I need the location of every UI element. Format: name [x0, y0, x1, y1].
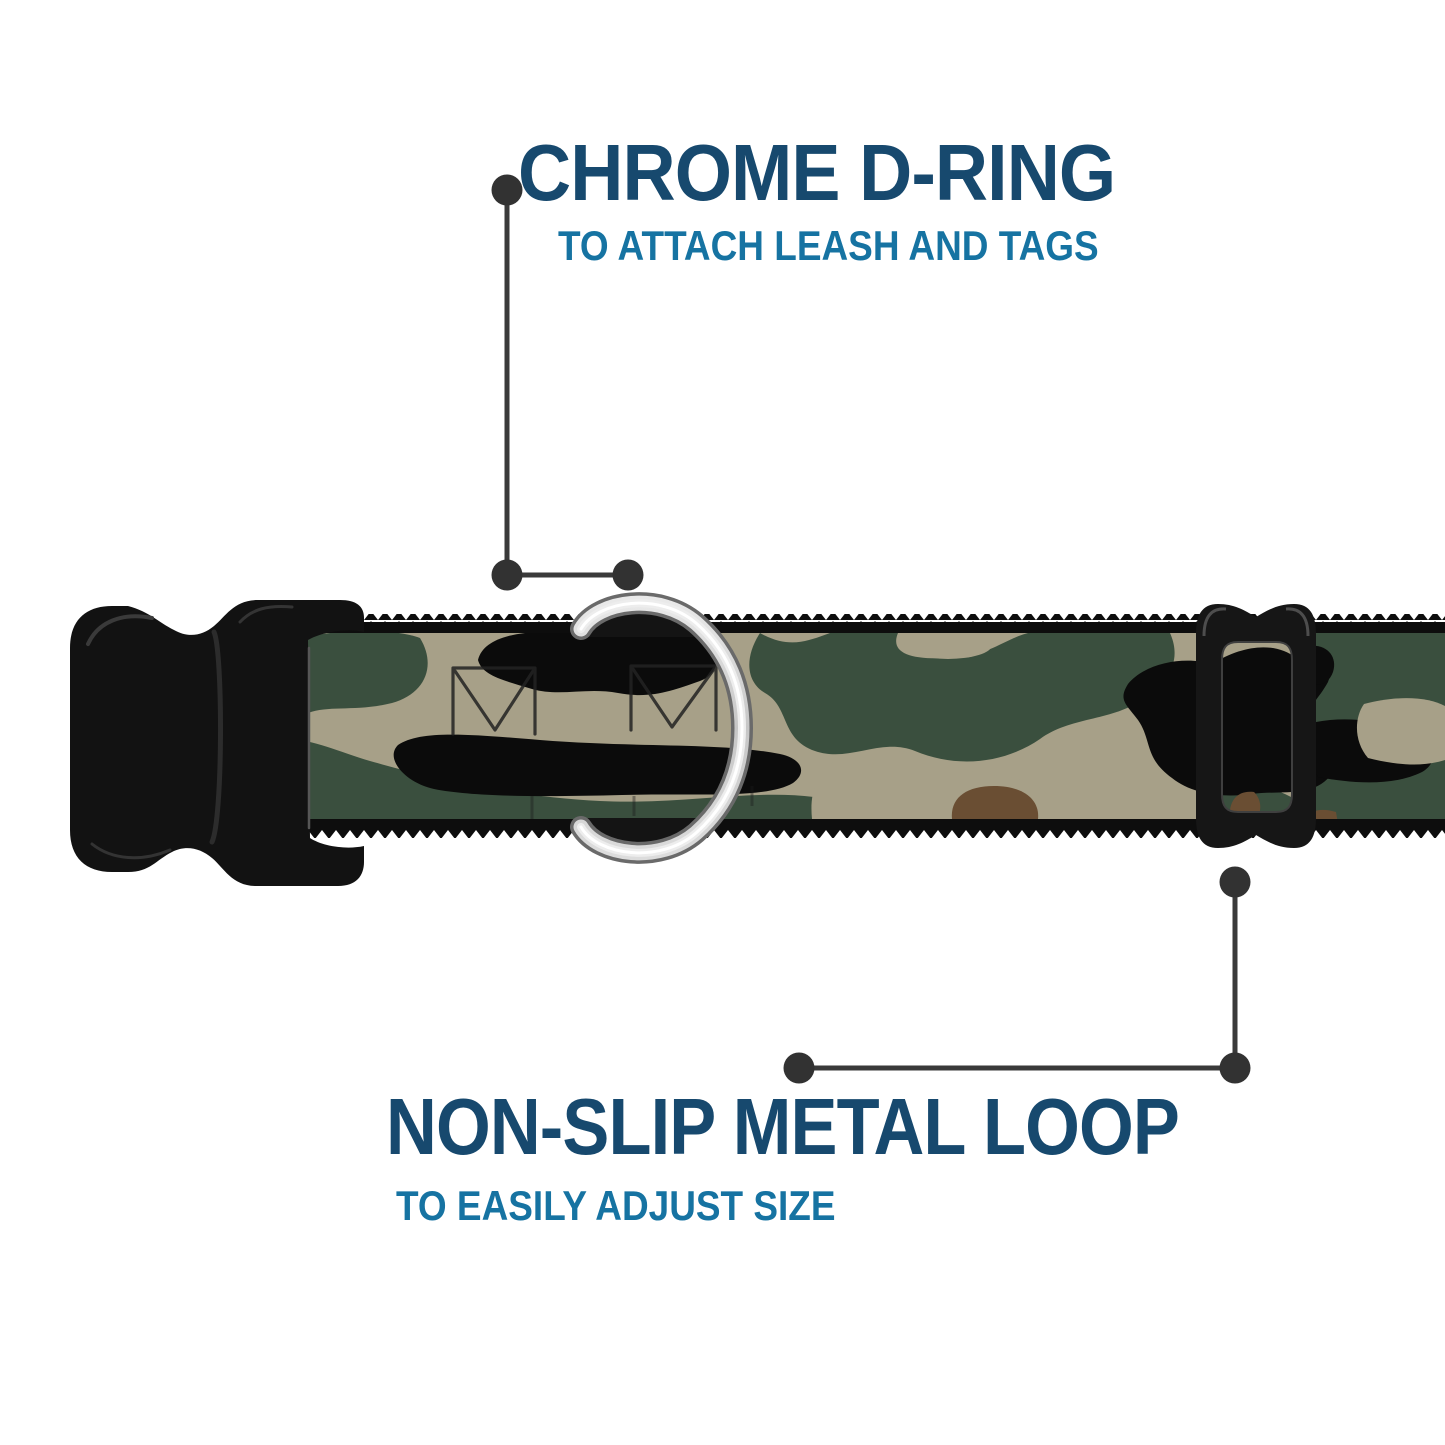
tri-glide-metal-loop [1196, 604, 1316, 848]
side-release-buckle [70, 600, 364, 886]
bottom-leader-line [799, 882, 1238, 1071]
camo-print [272, 633, 1445, 819]
leader-dot [783, 1052, 815, 1084]
top-leader-dots [491, 174, 644, 591]
box-stitch-marks [451, 664, 718, 736]
leader-dot [491, 174, 523, 206]
bottom-leader-dots [783, 866, 1251, 1084]
bottom-callout-subtitle: TO EASILY ADJUST SIZE [396, 1182, 836, 1229]
chrome-d-ring [570, 592, 754, 864]
stitch-mark-fragments [530, 786, 754, 819]
buckle-body [70, 600, 364, 886]
leader-dot [1219, 1052, 1251, 1084]
buckle-highlights [86, 605, 311, 860]
camo-webbing-strap [272, 614, 1445, 838]
camo-black-blobs [393, 633, 1434, 797]
webbing-top-zigzag-edge [272, 614, 1445, 624]
top-callout-title: CHROME D-RING [518, 128, 1116, 217]
leader-dot [491, 559, 523, 591]
leader-dot [612, 559, 644, 591]
tri-glide-highlights [1202, 607, 1310, 813]
top-leader-line [504, 190, 628, 578]
webbing-bottom-zigzag-edge [272, 828, 1445, 838]
bottom-callout-title: NON-SLIP METAL LOOP [386, 1082, 1180, 1171]
leader-dot [1219, 866, 1251, 898]
d-ring-tube [570, 592, 754, 864]
top-callout-subtitle: TO ATTACH LEASH AND TAGS [558, 222, 1099, 269]
